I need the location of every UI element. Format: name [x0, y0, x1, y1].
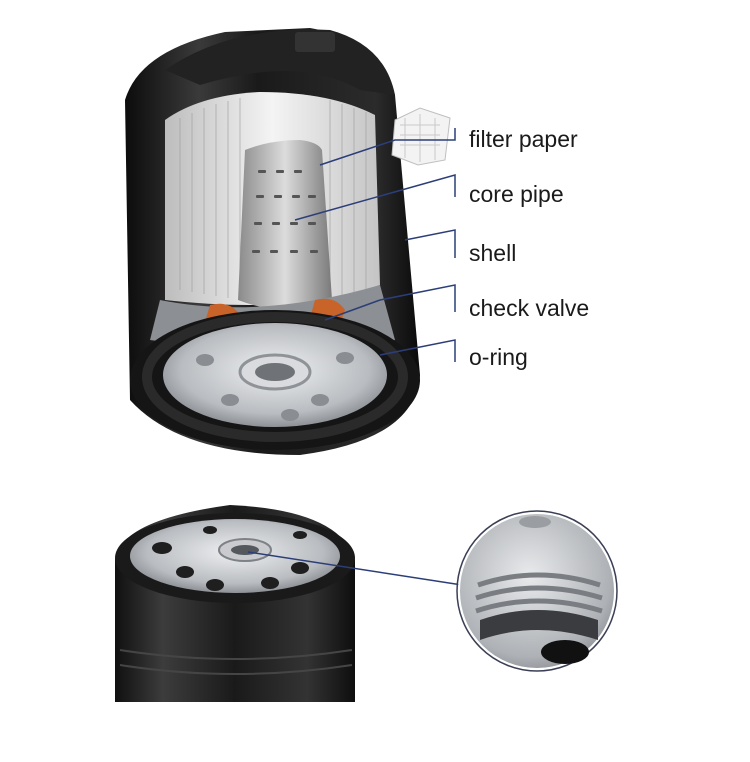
thread-zoom-circle [456, 510, 618, 672]
label-o-ring: o-ring [469, 344, 528, 370]
zoom-top-hole [519, 516, 551, 528]
top-cap [165, 29, 395, 95]
can-ridges [119, 649, 353, 675]
leader-shell [404, 229, 456, 258]
bottom-filter [115, 505, 355, 702]
zoom-border [456, 510, 618, 672]
leader-check-valve [379, 284, 456, 312]
pleat-lines [179, 98, 367, 300]
bottom-holes [152, 526, 309, 591]
cutaway-filter [125, 28, 451, 455]
label-core-pipe: core pipe [469, 181, 564, 207]
label-check-valve: check valve [469, 295, 590, 321]
leader-core-pipe [294, 174, 456, 221]
leader-filter-paper [319, 128, 456, 166]
leader-check-valve-2 [324, 299, 381, 321]
zoom-bg [458, 512, 616, 670]
zoom-hole [541, 640, 589, 664]
core-pipe-holes [252, 170, 318, 253]
label-filter-paper: filter paper [469, 126, 578, 152]
zoom-bore [480, 610, 598, 640]
leader-lines [294, 128, 456, 362]
zoom-threads [475, 572, 603, 614]
filter-paper-swatch [391, 107, 451, 166]
zoom-leader [247, 551, 463, 586]
base-holes [196, 352, 354, 421]
core-pipe [238, 140, 332, 310]
top-tab [295, 32, 335, 52]
label-shell: shell [469, 240, 517, 266]
o-ring-gasket [142, 312, 408, 442]
center-hole [255, 363, 295, 381]
leader-o-ring [379, 339, 456, 362]
